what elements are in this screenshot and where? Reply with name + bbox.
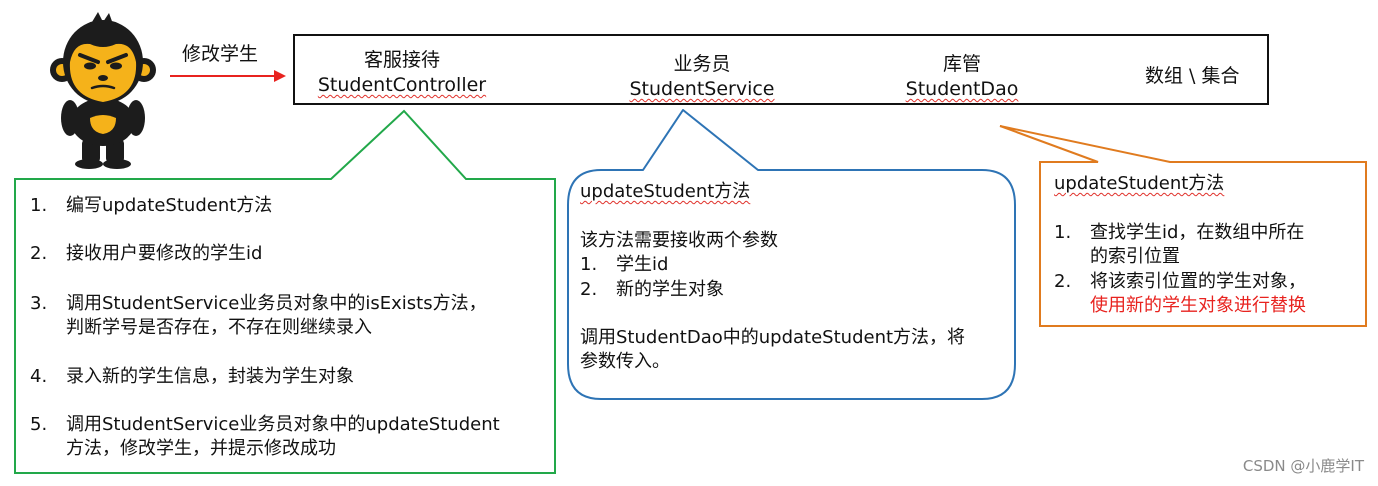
layer-service-title: 业务员 (673, 53, 731, 75)
arrow-to-controller-icon (170, 70, 286, 82)
layer-service-name: StudentService (629, 78, 775, 100)
service-method-title: updateStudent方法 (580, 181, 751, 202)
dao-method-title: updateStudent方法 (1054, 173, 1225, 194)
mascot-monkey-icon (50, 12, 156, 169)
layer-storage-title: 数组 \ 集合 (1145, 65, 1240, 87)
layers-box (293, 34, 1269, 105)
watermark: CSDN @小鹿学IT (1242, 457, 1364, 475)
layer-controller-name: StudentController (317, 74, 487, 96)
layer-dao-title: 库管 (942, 53, 981, 75)
service-callout-shape (567, 109, 1016, 400)
service-call-line1: 调用StudentDao中的updateStudent方法，将 (580, 327, 966, 348)
mascot-label: 修改学生 (182, 43, 259, 65)
controller-callout-shape (14, 109, 556, 474)
dao-replace-highlight: 使用新的学生对象进行替换 (1090, 295, 1306, 316)
layer-dao-name: StudentDao (905, 78, 1019, 100)
service-call-line2: 参数传入。 (580, 351, 670, 372)
service-intro: 该方法需要接收两个参数 (580, 230, 778, 251)
layer-controller-title: 客服接待 (363, 49, 440, 71)
dao-callout-shape (999, 125, 1367, 327)
